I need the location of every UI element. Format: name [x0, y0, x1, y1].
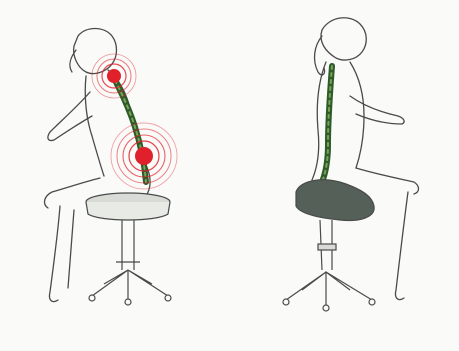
background	[0, 0, 459, 351]
illustration-canvas	[0, 0, 459, 351]
posture-comparison-illustration	[0, 0, 459, 351]
